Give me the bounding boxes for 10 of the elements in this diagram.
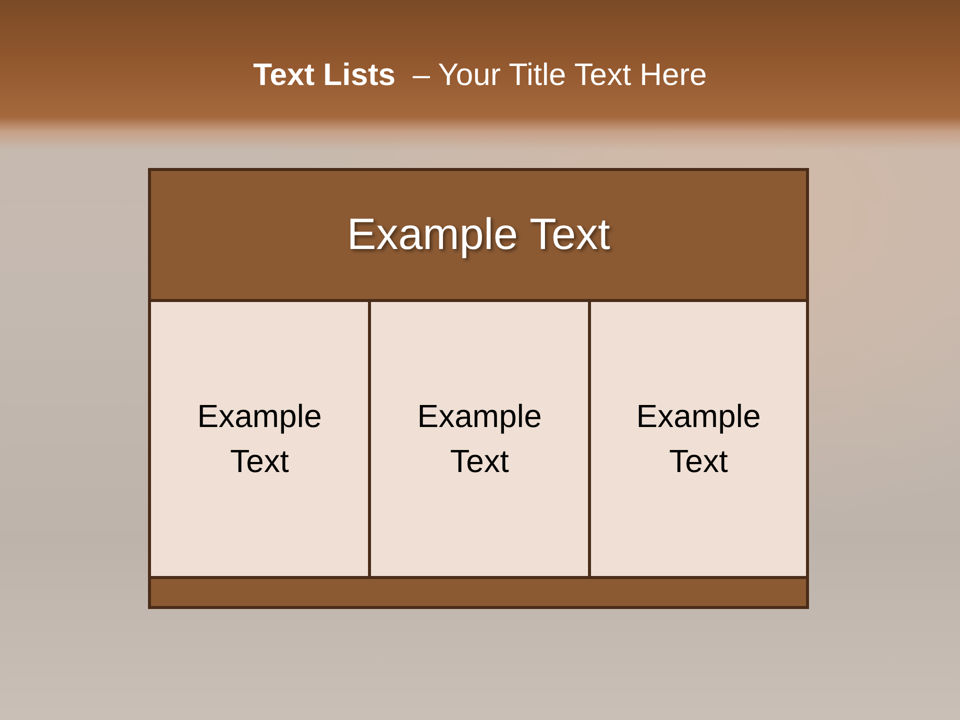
header-text: Example Text bbox=[346, 209, 610, 261]
slide-title: Text Lists – Your Title Text Here bbox=[252, 56, 708, 94]
box-text: Example Text bbox=[635, 397, 762, 481]
list-box bbox=[148, 299, 371, 579]
header-box bbox=[148, 168, 809, 302]
list-box bbox=[588, 299, 809, 579]
list-box bbox=[368, 299, 591, 579]
box-text: Example Text bbox=[196, 397, 323, 481]
footer-bar bbox=[148, 576, 809, 609]
box-text: Example Text bbox=[416, 397, 543, 481]
